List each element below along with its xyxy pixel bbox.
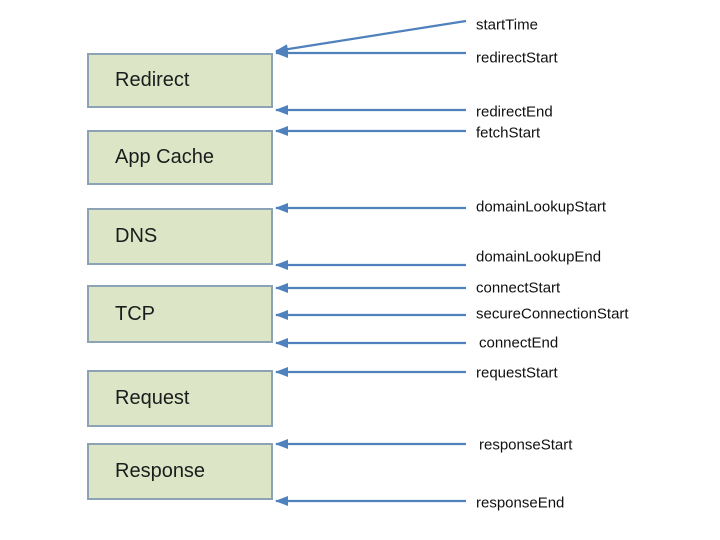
box-redirect: Redirect — [87, 53, 273, 108]
label-response-start: responseStart — [479, 436, 573, 454]
box-dns: DNS — [87, 208, 273, 265]
label-redirect-start: redirectStart — [476, 49, 558, 67]
box-app-cache: App Cache — [87, 130, 273, 185]
box-tcp: TCP — [87, 285, 273, 343]
label-domain-lookup-start: domainLookupStart — [476, 198, 607, 216]
label-fetch-start: fetchStart — [476, 124, 541, 142]
box-response: Response — [87, 443, 273, 500]
box-label: Redirect — [115, 69, 190, 91]
box-request: Request — [87, 370, 273, 427]
label-start-time: startTime — [476, 16, 538, 34]
label-redirect-end: redirectEnd — [476, 103, 553, 121]
label-secure-connection-start: secureConnectionStart — [476, 305, 629, 323]
box-label: Request — [115, 387, 190, 409]
box-label: TCP — [115, 302, 155, 325]
label-domain-lookup-end: domainLookupEnd — [476, 248, 602, 266]
box-label: App Cache — [115, 146, 214, 168]
box-label: Response — [115, 460, 206, 482]
label-request-start: requestStart — [476, 364, 558, 382]
box-label: DNS — [115, 225, 158, 247]
label-connect-start: connectStart — [476, 279, 561, 297]
label-connect-end: connectEnd — [479, 334, 559, 352]
start-time-arrow — [275, 19, 467, 55]
label-response-end: responseEnd — [476, 494, 565, 512]
